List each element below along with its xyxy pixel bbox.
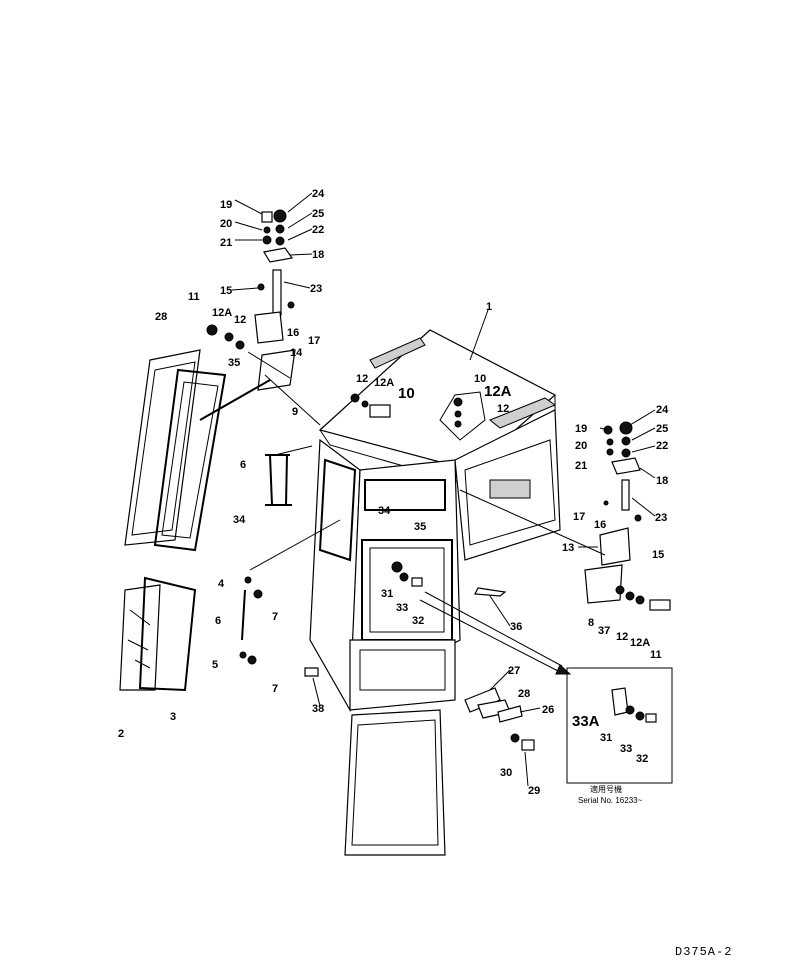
drawing-code: D375A-2 (675, 945, 732, 959)
callout-16: 16 (287, 327, 299, 339)
upper-right-hinge (459, 421, 671, 611)
callout-12a-right: 12A (630, 637, 650, 649)
callout-15: 15 (220, 285, 232, 297)
callout-12-roof: 12 (497, 403, 509, 415)
callout-23-right: 23 (655, 512, 667, 524)
callout-6: 6 (240, 459, 246, 471)
callout-31: 31 (381, 588, 393, 600)
callout-4: 4 (218, 578, 225, 590)
callout-35-front: 35 (414, 521, 426, 533)
callout-16-right: 16 (594, 519, 606, 531)
callout-25: 25 (312, 208, 324, 220)
callout-10: 10 (398, 385, 415, 402)
callout-12-mid: 12 (356, 373, 368, 385)
window-glass-2 (119, 584, 161, 691)
callout-7: 7 (272, 611, 278, 623)
callout-38: 38 (312, 703, 324, 715)
callout-12a: 12A (212, 307, 232, 319)
side-door-assembly (119, 349, 227, 692)
callout-28-lower: 28 (518, 688, 530, 700)
callout-11: 11 (188, 291, 200, 303)
callout-23: 23 (310, 283, 322, 295)
callout-24: 24 (312, 188, 325, 200)
callout-5: 5 (212, 659, 218, 671)
callout-13: 13 (562, 542, 574, 554)
callout-20-right: 20 (575, 440, 587, 452)
window-seal-3 (138, 576, 197, 692)
callout-labels: 1 2 3 4 5 6 6 7 7 8 9 10 10 11 11 12 12 … (118, 188, 669, 797)
callout-19: 19 (220, 199, 232, 211)
leader-lines (231, 192, 656, 787)
callout-12a-roof: 12A (484, 383, 512, 400)
callout-8: 8 (588, 617, 594, 629)
callout-9: 9 (292, 406, 298, 418)
callout-24-right: 24 (656, 404, 669, 416)
cab-body (309, 329, 561, 856)
callout-12-right: 12 (616, 631, 628, 643)
callout-17: 17 (308, 335, 320, 347)
callout-22: 22 (312, 224, 324, 236)
callout-34-front: 34 (378, 505, 391, 517)
callout-1: 1 (486, 301, 492, 313)
door-panel-28 (124, 349, 201, 546)
callout-35: 35 (228, 357, 240, 369)
callout-34: 34 (233, 514, 246, 526)
detail-inset: 適用号機 Serial No. 16233~ (566, 667, 673, 805)
callout-15-right: 15 (652, 549, 664, 561)
upper-left-hinge (199, 209, 321, 426)
callout-2: 2 (118, 728, 124, 740)
callout-32-inset: 32 (636, 753, 648, 765)
callout-30: 30 (500, 767, 512, 779)
door-latch-assembly (304, 561, 535, 751)
callout-12: 12 (234, 314, 246, 326)
grab-handle-6 (239, 454, 341, 665)
callout-11-right: 11 (650, 649, 662, 661)
callout-12a-mid: 12A (374, 377, 394, 389)
callout-31-inset: 31 (600, 732, 612, 744)
callout-25-right: 25 (656, 423, 668, 435)
callout-17-right: 17 (573, 511, 585, 523)
window-seal-34 (153, 368, 227, 552)
callout-33a: 33A (572, 713, 600, 730)
callout-33: 33 (396, 602, 408, 614)
callout-3: 3 (170, 711, 176, 723)
callout-22-right: 22 (656, 440, 668, 452)
callout-19-right: 19 (575, 423, 587, 435)
callout-28: 28 (155, 311, 167, 323)
callout-29: 29 (528, 785, 540, 797)
callout-32: 32 (412, 615, 424, 627)
callout-10-roof: 10 (474, 373, 486, 385)
inset-serial-label: Serial No. 16233~ (578, 796, 643, 805)
callout-27: 27 (508, 665, 520, 677)
callout-36: 36 (510, 621, 522, 633)
callout-21-right: 21 (575, 460, 587, 472)
callout-18: 18 (312, 249, 324, 261)
callout-14: 14 (290, 347, 303, 359)
callout-33-inset: 33 (620, 743, 632, 755)
inset-jp-label: 適用号機 (590, 784, 622, 794)
callout-7-lower: 7 (272, 683, 278, 695)
callout-18-right: 18 (656, 475, 668, 487)
callout-37: 37 (598, 625, 610, 637)
callout-6-lower: 6 (215, 615, 221, 627)
callout-21: 21 (220, 237, 232, 249)
roof-fastener-10 (350, 391, 486, 441)
callout-20: 20 (220, 218, 232, 230)
callout-26: 26 (542, 704, 554, 716)
